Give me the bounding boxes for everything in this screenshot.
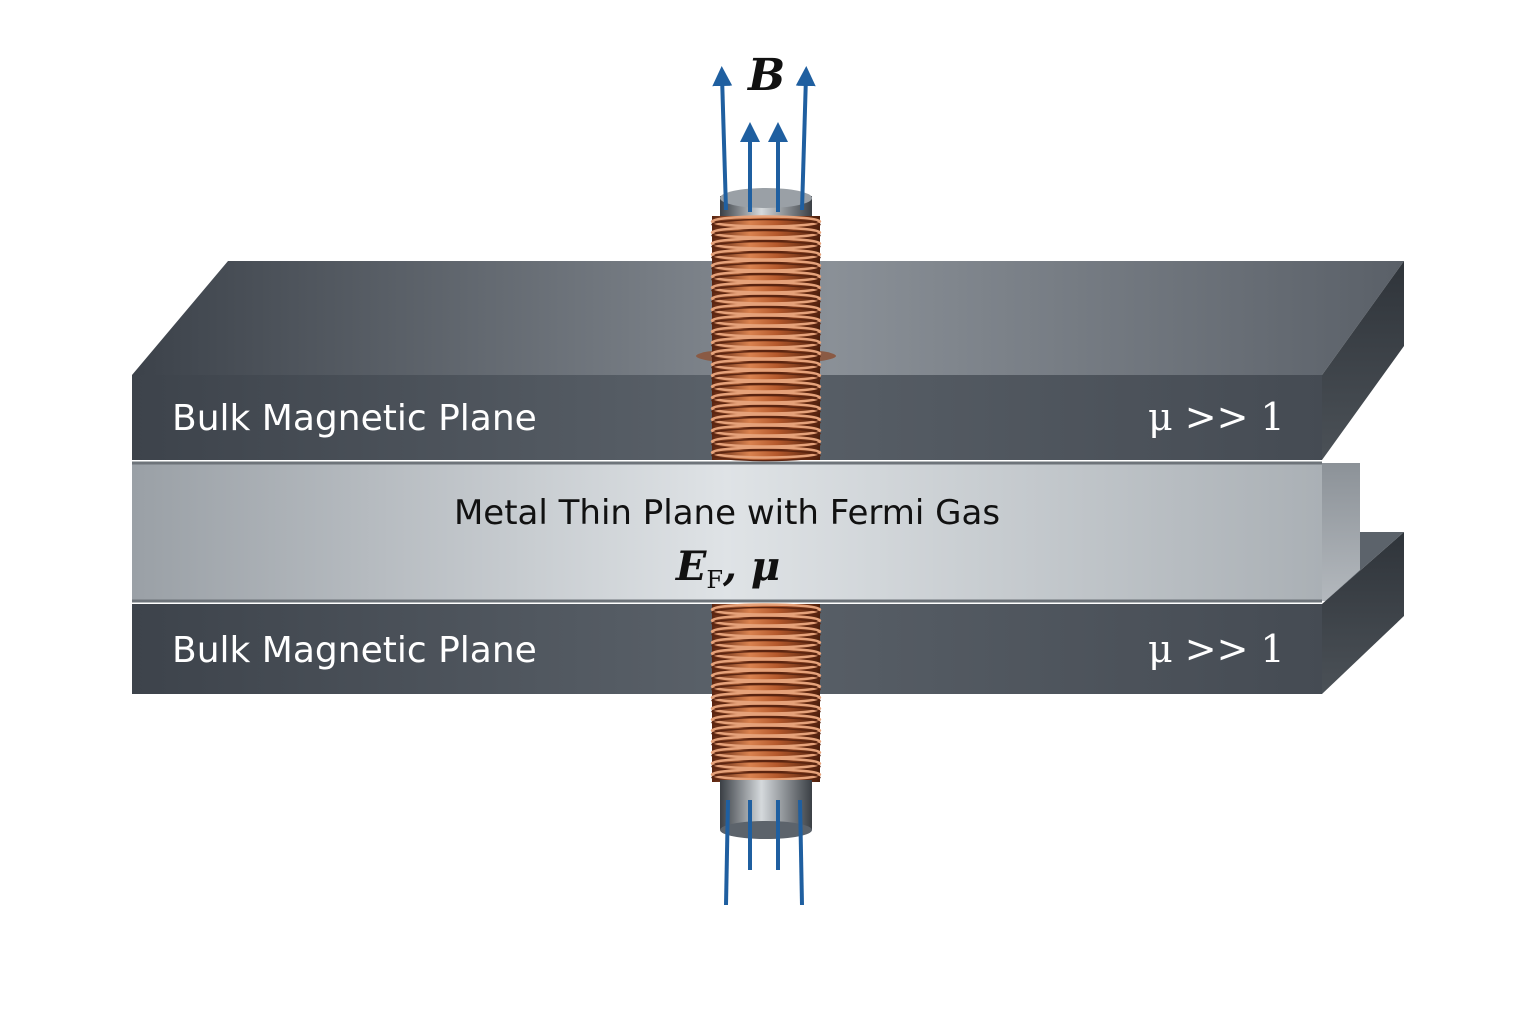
field-lines-bottom xyxy=(724,799,804,906)
coil-winding-shadow xyxy=(711,416,821,429)
coil-winding-shadow xyxy=(711,749,821,762)
coil-winding-shadow xyxy=(711,727,821,740)
coil-winding-shadow xyxy=(711,361,821,374)
coil-winding-shadow xyxy=(711,694,821,707)
coil-winding-shadow xyxy=(711,273,821,286)
coil-winding-shadow xyxy=(711,427,821,440)
coil-winding-shadow xyxy=(711,683,821,696)
field-line-outer-left xyxy=(712,66,733,211)
coil-winding-shadow xyxy=(711,438,821,451)
coil-winding-shadow xyxy=(711,394,821,407)
coil-winding-shadow xyxy=(711,650,821,663)
energy-symbol: E xyxy=(675,543,707,590)
field-line-bottom-1 xyxy=(724,799,730,906)
middle-plane-front-face xyxy=(132,463,1322,601)
coil-winding-shadow xyxy=(711,639,821,652)
bottom-plane-side-face xyxy=(1322,532,1404,694)
coil-winding-shadow xyxy=(711,295,821,308)
bottom-plane-label: Bulk Magnetic Plane xyxy=(172,630,537,671)
field-line-outer-right xyxy=(795,66,816,211)
energy-suffix: , μ xyxy=(722,543,780,590)
upper-rod-cap xyxy=(720,188,812,208)
top-plane-label: Bulk Magnetic Plane xyxy=(172,398,537,439)
bottom-plane-mu: μ >> 1 xyxy=(1148,627,1285,671)
coil-winding-shadow xyxy=(711,383,821,396)
upper-coil xyxy=(710,215,822,462)
coil-winding-shadow xyxy=(711,672,821,685)
middle-plane-energy: EF, μ xyxy=(675,543,780,594)
top-plane-side-face xyxy=(1322,261,1404,460)
coil-winding-shadow xyxy=(711,760,821,773)
coil-winding-shadow xyxy=(711,738,821,751)
coil-winding-shadow xyxy=(711,317,821,330)
coil-winding-shadow xyxy=(711,405,821,418)
energy-subscript: F xyxy=(706,566,723,594)
coil-winding-shadow xyxy=(711,628,821,641)
lower-coil xyxy=(710,603,822,784)
coil-winding-shadow xyxy=(711,262,821,275)
field-lines-top xyxy=(712,66,816,212)
lower-rod-cap xyxy=(720,821,812,839)
coil-winding-shadow xyxy=(711,229,821,242)
coil-winding-shadow xyxy=(711,251,821,264)
coil-winding-shadow xyxy=(711,284,821,297)
coil-winding-shadow xyxy=(711,306,821,319)
coil-winding xyxy=(710,768,822,781)
top-plane-mu: μ >> 1 xyxy=(1148,395,1285,439)
coil-winding-shadow xyxy=(711,339,821,352)
coil-winding-shadow xyxy=(711,716,821,729)
coil-winding-shadow xyxy=(711,606,821,619)
magnetic-field-label: B xyxy=(746,50,785,101)
bottom-plane-top-lip xyxy=(1322,532,1404,604)
middle-plane-title: Metal Thin Plane with Fermi Gas xyxy=(454,493,1000,533)
coil-winding-shadow xyxy=(711,705,821,718)
field-line-bottom-4 xyxy=(798,799,804,906)
coil-winding-shadow xyxy=(711,617,821,630)
coil-winding-shadow xyxy=(711,328,821,341)
coil-winding-shadow xyxy=(711,661,821,674)
coil-winding-shadow xyxy=(711,240,821,253)
coil-winding-shadow xyxy=(711,372,821,385)
coil-winding-shadow xyxy=(711,350,821,363)
coil-winding-shadow xyxy=(711,218,821,231)
coil-winding-shadow xyxy=(711,449,821,462)
coil-winding xyxy=(710,446,822,459)
middle-plane-side-face xyxy=(1322,463,1360,601)
